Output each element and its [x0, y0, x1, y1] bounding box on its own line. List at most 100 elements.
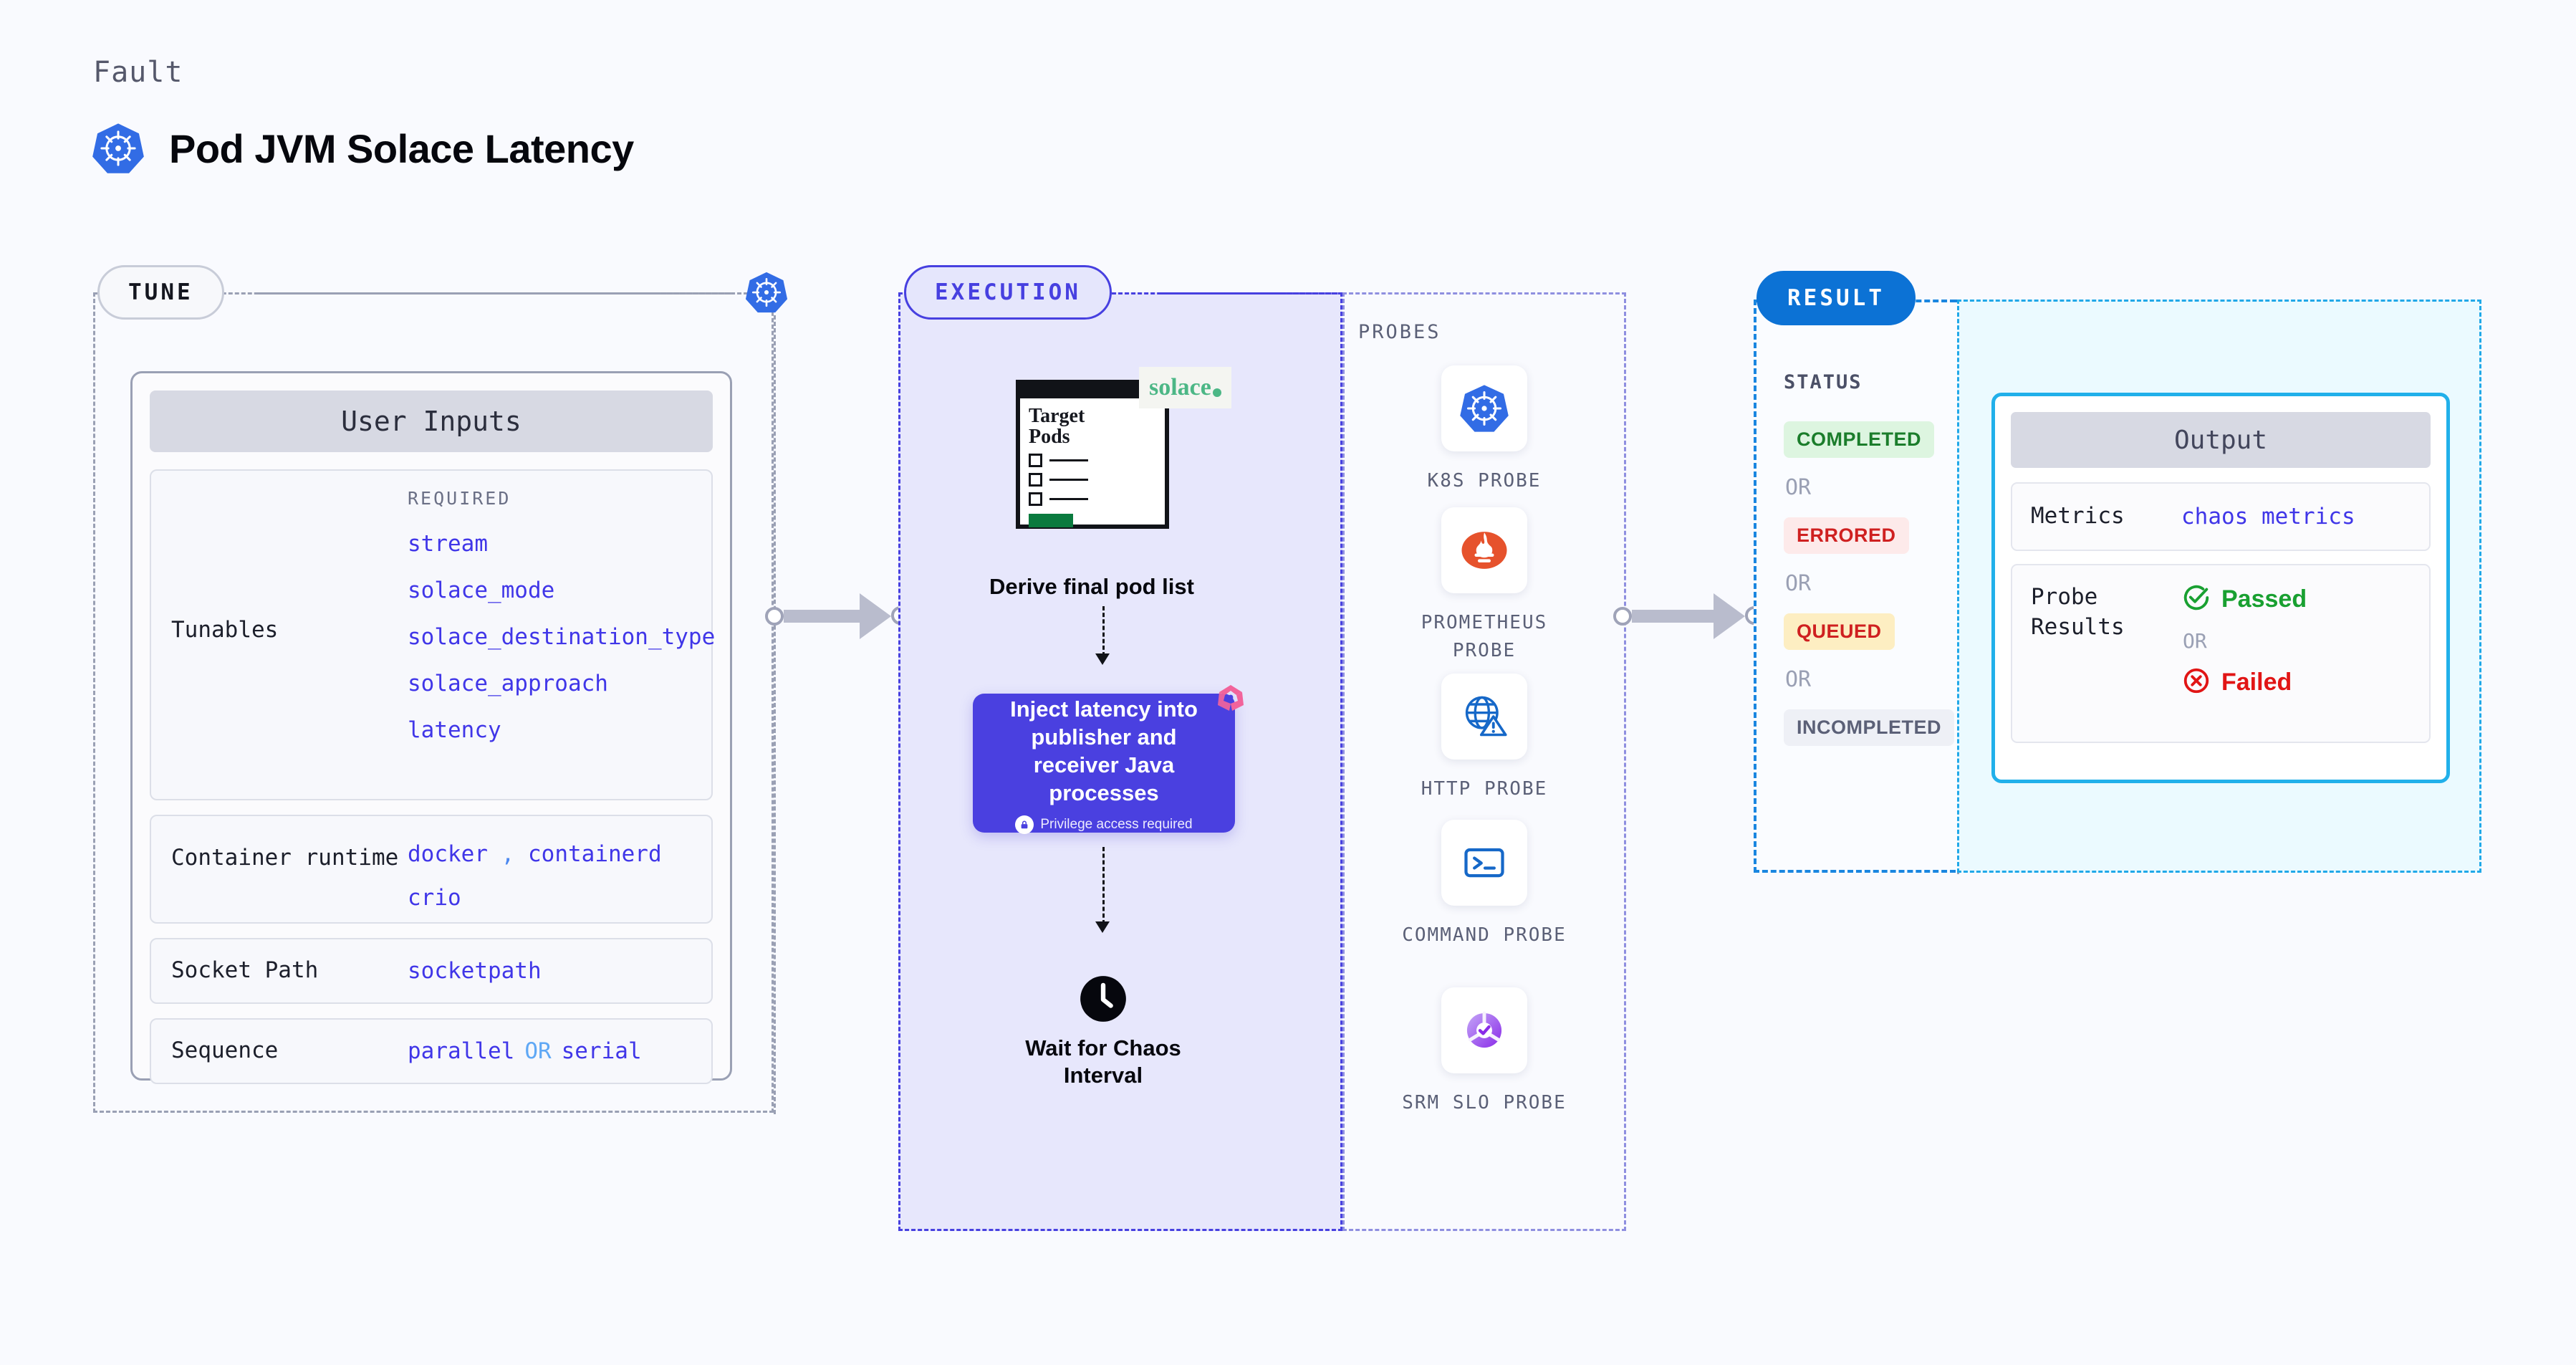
tunable-stream[interactable]: stream [408, 531, 488, 557]
probe-prometheus-label: PROMETHEUS PROBE [1421, 612, 1548, 661]
runtime-separator: , [501, 841, 515, 867]
tunable-latency[interactable]: latency [408, 717, 501, 743]
output-title: Output [2011, 412, 2431, 468]
probe-result-passed: Passed [2181, 583, 2307, 616]
target-pods-title-line2: Pods [1029, 426, 1070, 449]
execution-pill[interactable]: EXECUTION [904, 265, 1112, 320]
container-runtime-label: Container runtime [171, 845, 399, 871]
connector-tune-to-execution [765, 593, 915, 639]
required-tag: REQUIRED [408, 488, 511, 509]
checkbox-icon [1029, 453, 1042, 467]
probe-http[interactable]: HTTP PROBE [1398, 674, 1570, 803]
container-runtime-row: Container runtime docker , containerd cr… [150, 815, 713, 924]
tunable-solace-approach[interactable]: solace_approach [408, 671, 608, 696]
privilege-note: Privilege access required [1015, 815, 1193, 835]
target-pods-title: Target Pods [1029, 406, 1156, 448]
tunable-solace-mode[interactable]: solace_mode [408, 578, 555, 603]
sequence-serial[interactable]: serial [561, 1038, 642, 1064]
clock-icon [1079, 974, 1128, 1027]
execution-connector-2-arrow [1095, 921, 1110, 933]
output-probe-results-values: Passed OR Failed [2181, 583, 2307, 724]
result-pill[interactable]: RESULT [1756, 271, 1916, 325]
target-pods-title-line1: Target [1029, 405, 1085, 427]
execution-pill-label: EXECUTION [935, 279, 1081, 305]
target-pods-item [1029, 472, 1156, 487]
solace-dot-icon [1212, 388, 1221, 397]
output-probe-results-label: Probe Results [2031, 584, 2125, 640]
result-pill-label: RESULT [1787, 285, 1885, 311]
probe-k8s[interactable]: K8S PROBE [1398, 365, 1570, 495]
probe-k8s-label: K8S PROBE [1427, 470, 1542, 492]
probe-srm-slo[interactable]: SRM SLO PROBE [1398, 987, 1570, 1117]
prometheus-icon [1441, 507, 1527, 593]
runtime-docker[interactable]: docker [408, 841, 488, 867]
check-circle-icon [2181, 583, 2211, 616]
user-inputs-title: User Inputs [150, 391, 713, 452]
placeholder-line [1049, 497, 1088, 500]
kubernetes-icon [1441, 365, 1527, 451]
target-pods-item [1029, 453, 1156, 467]
probe-command[interactable]: COMMAND PROBE [1398, 820, 1570, 949]
probe-prometheus[interactable]: PROMETHEUS PROBE [1398, 507, 1570, 665]
target-pods-body: Target Pods [1020, 398, 1165, 527]
placeholder-line [1049, 459, 1088, 461]
tune-pill[interactable]: TUNE [97, 265, 224, 320]
tune-kubernetes-badge-icon [745, 271, 788, 317]
probes-section-label: PROBES [1358, 321, 1441, 343]
probe-srm-slo-label: SRM SLO PROBE [1402, 1092, 1567, 1113]
srm-slo-icon [1441, 987, 1527, 1073]
page-title: Pod JVM Solace Latency [169, 125, 634, 171]
target-pods-item [1029, 492, 1156, 506]
probe-command-label: COMMAND PROBE [1402, 924, 1567, 946]
container-runtime-values: docker , containerd crio [408, 835, 662, 909]
connector-arrowhead [860, 593, 891, 639]
output-card: Output Metrics chaos metrics Probe Resul… [1991, 393, 2450, 783]
status-or-3: OR [1785, 667, 1812, 692]
terminal-icon [1441, 820, 1527, 906]
connector-start-knob [765, 607, 784, 626]
probe-http-label: HTTP PROBE [1421, 778, 1548, 800]
inject-latency-step[interactable]: Inject latency into publisher and receiv… [973, 685, 1244, 835]
target-pods-progress-bar [1029, 513, 1073, 527]
tune-header-dash [258, 292, 731, 294]
socket-path-row: Socket Path socketpath [150, 938, 713, 1004]
sequence-parallel[interactable]: parallel [408, 1038, 515, 1064]
status-or-2: OR [1785, 571, 1812, 596]
runtime-containerd[interactable]: containerd [528, 841, 662, 867]
output-probe-results-row: Probe Results Passed OR [2011, 564, 2431, 743]
tune-right-divider [774, 315, 776, 1114]
litmus-chaos-icon [1215, 682, 1246, 717]
wait-chaos-interval-caption: Wait for Chaos Interval [989, 1035, 1218, 1089]
runtime-crio[interactable]: crio [408, 885, 461, 911]
privilege-note-label: Privilege access required [1040, 817, 1193, 833]
execution-connector-1-arrow [1095, 653, 1110, 665]
connector-shaft [1632, 610, 1715, 623]
status-badge-queued: QUEUED [1784, 613, 1895, 650]
probe-result-passed-label: Passed [2221, 585, 2307, 613]
checkbox-icon [1029, 472, 1042, 487]
tunables-row: Tunables REQUIRED stream solace_mode sol… [150, 469, 716, 800]
page-kicker: Fault [93, 56, 183, 89]
status-or-1: OR [1785, 475, 1812, 500]
socket-path-value[interactable]: socketpath [408, 957, 542, 984]
status-badge-completed: COMPLETED [1784, 421, 1935, 458]
execution-connector-2 [1102, 847, 1105, 924]
output-metrics-value[interactable]: chaos metrics [2181, 504, 2355, 530]
probe-result-failed: Failed [2181, 666, 2307, 699]
sequence-values: parallel OR serial [408, 1040, 642, 1063]
probe-result-failed-label: Failed [2221, 669, 2292, 696]
user-inputs-card: User Inputs Tunables REQUIRED stream sol… [130, 371, 732, 1084]
inject-latency-label: Inject latency into publisher and receiv… [1010, 696, 1198, 806]
wait-caption-line2: Interval [1063, 1062, 1143, 1088]
output-metrics-label: Metrics [2031, 503, 2125, 530]
socket-path-label: Socket Path [171, 957, 319, 984]
sequence-row: Sequence parallel OR serial [150, 1018, 713, 1084]
sequence-label: Sequence [171, 1038, 279, 1064]
kubernetes-icon [92, 122, 145, 175]
sequence-or: OR [524, 1038, 552, 1064]
tunable-solace-destination-type[interactable]: solace_destination_type [408, 624, 716, 650]
status-badge-incompleted: INCOMPLETED [1784, 709, 1955, 746]
wait-caption-line1: Wait for Chaos [1025, 1035, 1181, 1060]
page-title-row: Pod JVM Solace Latency [92, 122, 634, 175]
